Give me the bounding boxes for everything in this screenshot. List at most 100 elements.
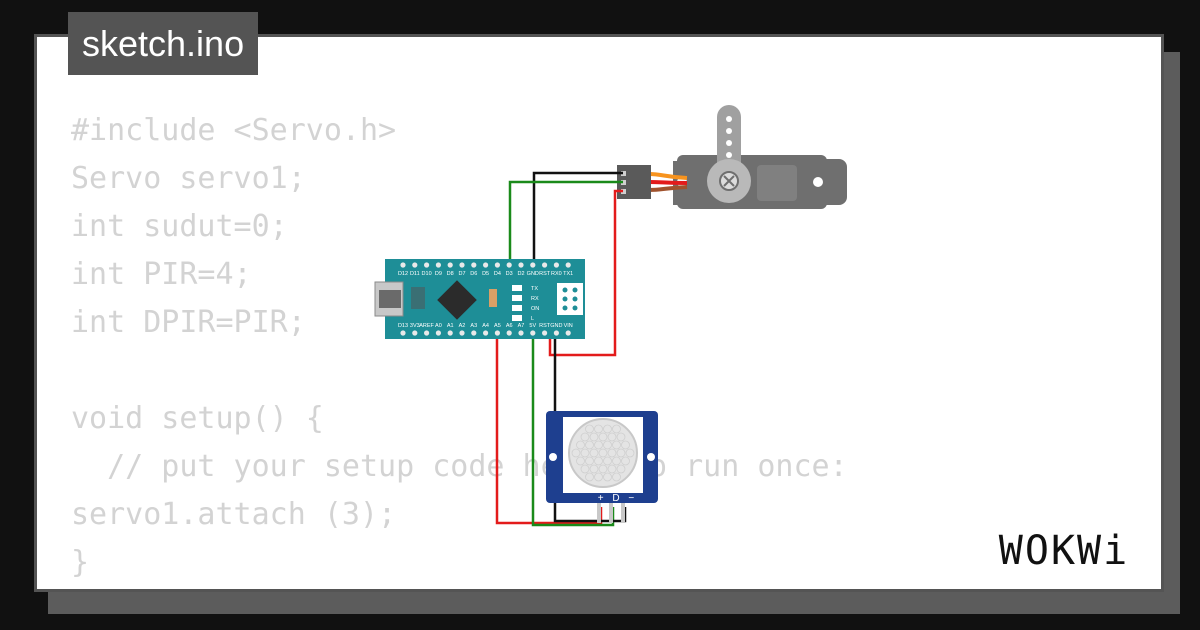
code-line[interactable]: } xyxy=(71,545,90,580)
header-pin[interactable] xyxy=(483,262,489,268)
preview-card: #include <Servo.h> Servo servo1; int sudut… xyxy=(34,34,1164,592)
pin-label: A5 xyxy=(494,323,501,329)
servo-body xyxy=(677,155,827,209)
servo-cables xyxy=(648,172,688,192)
pin-label: A4 xyxy=(482,323,489,329)
header-pin[interactable] xyxy=(542,262,548,268)
dome-cell xyxy=(616,464,626,474)
dome-cell xyxy=(612,472,621,482)
pin-label: RST xyxy=(539,271,551,277)
pin-label: D7 xyxy=(458,271,465,277)
header-pin[interactable] xyxy=(518,262,524,268)
header-pin[interactable] xyxy=(565,262,571,268)
dome-cell xyxy=(603,456,612,466)
header-pin[interactable] xyxy=(412,262,418,268)
dome-cell xyxy=(594,440,603,450)
dome-cell xyxy=(589,464,599,474)
pin-label: A0 xyxy=(435,323,442,329)
servo-connector-pin xyxy=(621,189,626,194)
pir-dome-icon xyxy=(568,418,638,488)
led-label: L xyxy=(531,316,534,322)
dome-cell xyxy=(580,448,590,458)
pin-label: D3 xyxy=(506,271,513,277)
pin-label: 5V xyxy=(529,323,536,329)
wire-servo-gnd[interactable] xyxy=(532,171,623,267)
header-pin[interactable] xyxy=(530,330,536,336)
header-pin[interactable] xyxy=(459,330,465,336)
dome-cell xyxy=(580,464,590,474)
code-line[interactable]: int sudut=0; xyxy=(71,209,288,244)
dome-cell xyxy=(576,440,585,450)
header-pin[interactable] xyxy=(506,262,512,268)
pin-label: TX1 xyxy=(563,271,573,277)
dome-cell xyxy=(594,456,603,466)
code-line[interactable]: int DPIR=PIR; xyxy=(71,305,306,340)
dome-cell xyxy=(625,448,635,458)
header-pin[interactable] xyxy=(424,330,430,336)
header-pin[interactable] xyxy=(447,262,453,268)
pin-label: VIN xyxy=(564,323,573,329)
servo-right-ear xyxy=(821,159,847,205)
dome-cell xyxy=(580,432,590,442)
pir-sensor[interactable]: + D − xyxy=(546,411,658,523)
header-pin[interactable] xyxy=(459,262,465,268)
pin-label: D13 xyxy=(398,323,408,329)
header-pin[interactable] xyxy=(471,262,477,268)
header-pin[interactable] xyxy=(553,262,560,268)
dome-cell xyxy=(589,448,599,458)
pin-label: D4 xyxy=(494,271,501,277)
header-pin[interactable] xyxy=(542,330,548,336)
header-pin[interactable] xyxy=(435,262,441,268)
dome-cell xyxy=(598,464,608,474)
code-line[interactable]: void setup() { xyxy=(71,401,324,436)
horn-hole-3 xyxy=(726,140,732,146)
header-pin[interactable] xyxy=(435,330,441,336)
pin-label: A7 xyxy=(518,323,525,329)
wire-servo-power[interactable] xyxy=(548,189,623,357)
header-pin[interactable] xyxy=(400,262,406,268)
header-pin[interactable] xyxy=(400,330,406,336)
servo-motor[interactable] xyxy=(673,105,847,209)
code-line[interactable]: Servo servo1; xyxy=(71,161,306,196)
dome-cell xyxy=(616,432,626,442)
header-pin[interactable] xyxy=(506,330,512,336)
led-label: ON xyxy=(531,306,539,312)
pir-pin xyxy=(621,503,625,523)
dome-cell xyxy=(621,440,630,450)
code-line[interactable]: servo1.attach (3); xyxy=(71,497,397,532)
horn-hole-1 xyxy=(726,116,732,122)
header-pin[interactable] xyxy=(494,262,500,268)
code-line[interactable]: int PIR=4; xyxy=(71,257,252,292)
header-pin[interactable] xyxy=(483,330,489,336)
header-pin[interactable] xyxy=(494,330,500,336)
pir-pin-labels: + D − xyxy=(598,493,635,504)
header-pin[interactable] xyxy=(412,330,418,336)
led-rx xyxy=(512,295,522,301)
pir-mount-hole xyxy=(647,453,655,461)
dome-cell xyxy=(576,456,585,466)
dome-cell xyxy=(598,432,608,442)
header-pin[interactable] xyxy=(424,262,430,268)
dome-cell xyxy=(607,448,617,458)
file-tab[interactable]: sketch.ino xyxy=(68,12,259,75)
header-pin[interactable] xyxy=(471,330,477,336)
nano-bottom-pins xyxy=(400,330,571,336)
header-pin[interactable] xyxy=(530,262,536,268)
pin-label: RX0 xyxy=(551,271,562,277)
dome-cell xyxy=(585,472,594,482)
code-line[interactable]: #include <Servo.h> xyxy=(71,113,397,148)
header-pin[interactable] xyxy=(553,330,560,336)
header-pin[interactable] xyxy=(447,330,453,336)
pin-label: A2 xyxy=(459,323,466,329)
nano-top-pins xyxy=(400,262,571,268)
dome-cell xyxy=(603,472,612,482)
reset-button[interactable] xyxy=(489,289,497,307)
pin-label: D6 xyxy=(470,271,477,277)
header-pin[interactable] xyxy=(518,330,524,336)
pin-label: D2 xyxy=(517,271,524,277)
code-editor: #include <Servo.h> Servo servo1; int sudut… xyxy=(71,107,848,587)
dome-cell xyxy=(603,424,612,434)
header-pin[interactable] xyxy=(565,330,571,336)
wire-servo-signal[interactable] xyxy=(508,180,623,267)
